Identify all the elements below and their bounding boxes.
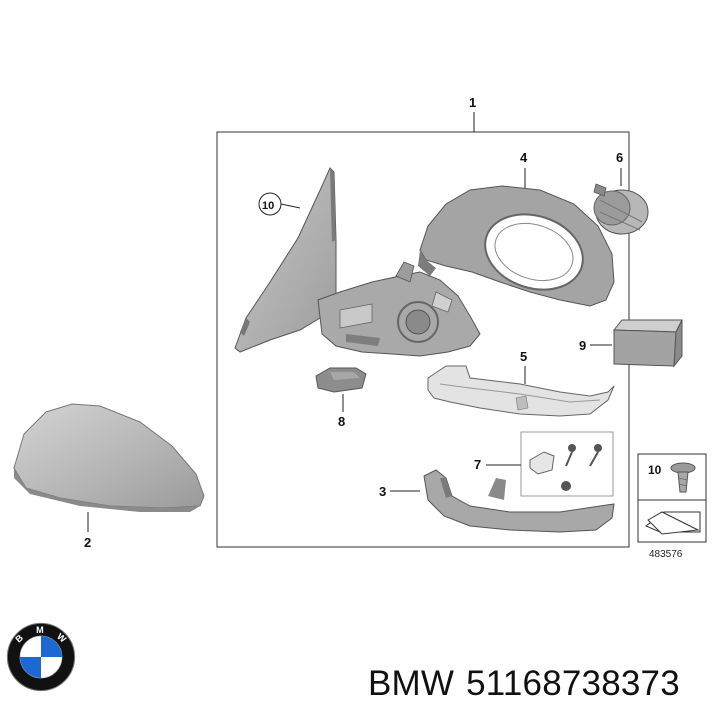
housing-frame bbox=[418, 185, 615, 307]
lower-trim-cover bbox=[423, 469, 615, 533]
callout-9: 9 bbox=[579, 338, 586, 353]
small-cover bbox=[315, 367, 367, 393]
leader-line-10 bbox=[280, 203, 301, 209]
turn-signal-lens bbox=[427, 365, 615, 417]
callout-4: 4 bbox=[520, 150, 528, 165]
mirror-base bbox=[317, 261, 481, 357]
logo-letter-b: B bbox=[13, 632, 25, 644]
callout-7: 7 bbox=[474, 457, 481, 472]
brand-name: BMW bbox=[368, 664, 455, 703]
callout-8: 8 bbox=[338, 414, 345, 429]
callout-5: 5 bbox=[520, 349, 527, 364]
part-number: 51168738373 bbox=[466, 664, 680, 703]
legend-box bbox=[637, 453, 707, 543]
mirror-glass bbox=[234, 167, 337, 353]
clip-set-frame bbox=[520, 431, 614, 497]
callout-10: 10 bbox=[262, 200, 274, 212]
part-caption: BMW 51168738373 bbox=[368, 664, 680, 704]
reference-number: 483576 bbox=[649, 549, 683, 560]
arrow-icon bbox=[645, 511, 701, 535]
callout-1: 1 bbox=[469, 95, 476, 110]
clip-set bbox=[529, 444, 602, 491]
callout-6: 6 bbox=[616, 150, 623, 165]
callout-2: 2 bbox=[84, 535, 91, 550]
legend-number: 10 bbox=[648, 463, 662, 477]
mirror-cap bbox=[13, 403, 205, 512]
callout-3: 3 bbox=[379, 484, 386, 499]
screw-icon bbox=[670, 462, 696, 493]
adjustment-motor bbox=[593, 183, 649, 235]
logo-letter-m: M bbox=[36, 625, 44, 635]
control-unit-box bbox=[612, 319, 683, 368]
bmw-logo: B M W bbox=[6, 622, 76, 692]
